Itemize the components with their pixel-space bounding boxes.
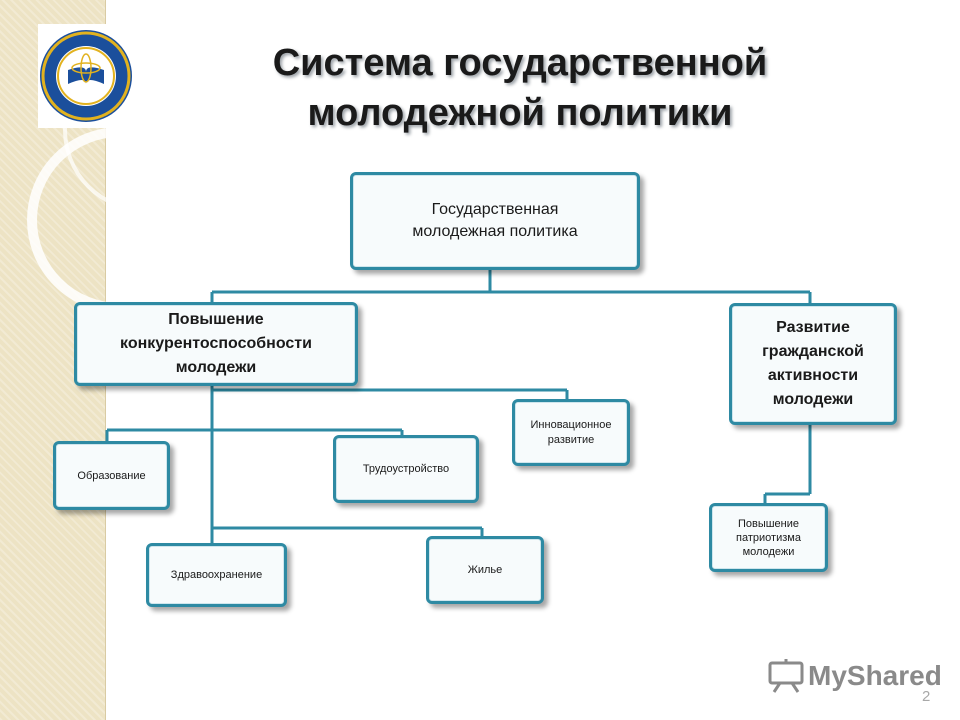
ministry-emblem-icon — [40, 30, 132, 122]
node-healthcare: Здравоохранение — [146, 543, 287, 607]
node-label-line: молодежи — [742, 545, 795, 558]
node-label-line: патриотизма — [736, 531, 801, 544]
node-label-line: конкурентоспособности — [120, 335, 312, 352]
node-label: Трудоустройство — [362, 463, 450, 475]
node-housing: Жилье — [426, 536, 544, 604]
myshared-watermark: MyShared — [768, 656, 942, 696]
page-number: 2 — [922, 688, 931, 705]
slide-title: Система государственной молодежной полит… — [180, 38, 860, 138]
node-youth-policy: Государственная молодежная политика — [350, 172, 640, 270]
node-label-line: Государственная — [431, 201, 559, 218]
node-label-line: развитие — [547, 433, 595, 446]
node-education: Образование — [53, 441, 170, 510]
node-civic-activity: Развитие гражданской активности молодежи — [729, 303, 897, 425]
node-label: Здравоохранение — [170, 569, 263, 581]
watermark-text: MyShared — [808, 660, 942, 691]
title-line-1: Система государственной — [272, 42, 768, 84]
node-label-line: молодежи — [175, 359, 257, 376]
node-innovation: Инновационное развитие — [512, 399, 630, 466]
title-line-2: молодежной политики — [307, 92, 733, 134]
node-label-line: Инновационное — [530, 418, 612, 431]
node-label-line: Развитие — [776, 319, 850, 336]
node-label-line: активности — [767, 367, 859, 384]
node-label-line: молодежная политика — [412, 223, 578, 240]
node-label-line: молодежи — [772, 391, 854, 408]
node-label-line: гражданской — [762, 343, 864, 360]
node-patriotism: Повышение патриотизма молодежи — [709, 503, 828, 572]
node-label-line: Повышение — [737, 517, 800, 530]
node-label: Жилье — [467, 564, 503, 576]
presentation-board-icon — [768, 659, 804, 693]
ministry-logo — [38, 24, 134, 128]
node-label-line: Повышение — [168, 311, 264, 328]
node-competitiveness: Повышение конкурентоспособности молодежи — [74, 302, 358, 386]
node-employment: Трудоустройство — [333, 435, 479, 503]
node-label: Образование — [77, 469, 146, 482]
